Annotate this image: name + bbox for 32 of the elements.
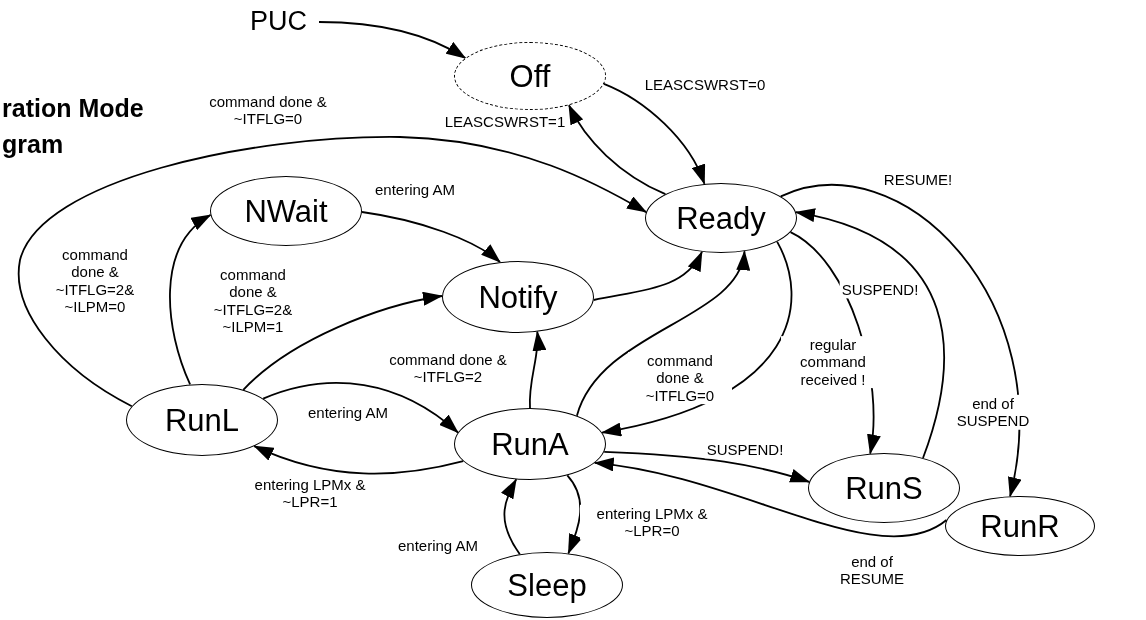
state-name: NWait bbox=[244, 195, 328, 227]
transition-arrow bbox=[253, 445, 465, 475]
edge-label: command done & ~ITFLG=0 bbox=[628, 352, 732, 404]
transition-arrow bbox=[603, 83, 706, 185]
state-ellipse bbox=[645, 183, 797, 253]
state-name: Off bbox=[509, 60, 551, 92]
transition-arrow bbox=[169, 214, 212, 386]
state-name: Sleep bbox=[507, 569, 587, 601]
edge-label: SUSPEND! bbox=[839, 281, 921, 299]
transition-arrow bbox=[601, 240, 793, 436]
transition-arrow bbox=[592, 251, 703, 301]
transition-arrow bbox=[779, 184, 1021, 498]
transition-arrow bbox=[603, 450, 811, 483]
state-name: Notify bbox=[478, 281, 558, 313]
edge-label: entering AM bbox=[306, 404, 390, 422]
transition-arrow bbox=[361, 211, 501, 263]
state-name: Ready bbox=[676, 202, 766, 234]
state-name: RunL bbox=[164, 404, 240, 436]
state-name: RunR bbox=[980, 510, 1060, 542]
edge-label: entering AM bbox=[396, 537, 480, 555]
transition-arrow bbox=[242, 292, 443, 391]
transition-arrow bbox=[568, 104, 667, 196]
transition-arrow bbox=[262, 382, 459, 434]
heading-text: gram bbox=[2, 130, 64, 159]
edge-label: entering AM bbox=[373, 181, 457, 199]
transition-arrow bbox=[318, 21, 467, 59]
state-name: RunS bbox=[845, 472, 923, 504]
heading-text: ration Mode bbox=[2, 94, 144, 123]
transition-arrow bbox=[501, 478, 521, 556]
start-signal-label: PUC bbox=[250, 8, 307, 35]
transition-arrow bbox=[17, 136, 647, 408]
state-name: RunA bbox=[491, 428, 569, 460]
